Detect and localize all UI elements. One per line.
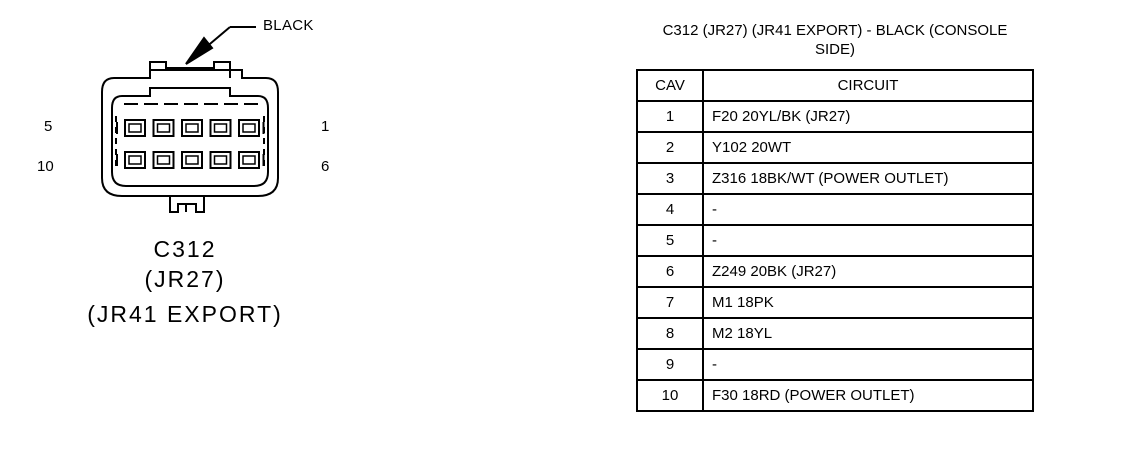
cavity-terminal bbox=[128, 155, 142, 165]
pin-label-top-left: 5 bbox=[44, 118, 53, 135]
cavity-terminal bbox=[185, 155, 199, 165]
connector-name-line-3: (JR41 EXPORT) bbox=[87, 301, 283, 327]
cavity bbox=[181, 119, 203, 137]
circuit-cell: - bbox=[702, 224, 1034, 257]
circuit-cell: - bbox=[702, 193, 1034, 226]
pin-label-top-right: 1 bbox=[321, 118, 330, 135]
cavity bbox=[152, 151, 175, 169]
pin-label-bottom-right: 6 bbox=[321, 158, 330, 175]
connector-name-line-2: (JR27) bbox=[144, 266, 226, 292]
circuit-cell: Z316 18BK/WT (POWER OUTLET) bbox=[702, 162, 1034, 195]
connector-housing bbox=[101, 69, 279, 197]
cavity-terminal bbox=[156, 123, 171, 133]
cavity bbox=[181, 151, 203, 169]
cavity-terminal bbox=[185, 123, 199, 133]
connector-color-label: BLACK bbox=[263, 17, 314, 34]
cav-cell: 7 bbox=[636, 286, 704, 319]
cav-cell: 10 bbox=[636, 379, 704, 412]
connector-inner-wall bbox=[111, 87, 269, 187]
cavity bbox=[152, 119, 175, 137]
table-row: 9- bbox=[636, 348, 1034, 381]
cav-cell: 2 bbox=[636, 131, 704, 164]
table-title-line-2: SIDE) bbox=[814, 41, 855, 58]
circuit-cell: M2 18YL bbox=[702, 317, 1034, 350]
cavity-terminal bbox=[128, 123, 142, 133]
cav-cell: 1 bbox=[636, 100, 704, 133]
cav-cell: 9 bbox=[636, 348, 704, 381]
connector-name-line-1: C312 bbox=[153, 236, 217, 262]
cavity bbox=[124, 151, 146, 169]
cavity-grid bbox=[116, 119, 265, 169]
circuit-cell: F20 20YL/BK (JR27) bbox=[702, 100, 1034, 133]
connector-face-diagram bbox=[101, 26, 279, 213]
cavity bbox=[209, 119, 232, 137]
table-title: C312 (JR27) (JR41 EXPORT) - BLACK (CONSO… bbox=[630, 21, 1040, 59]
cavity-terminal bbox=[242, 155, 256, 165]
cavity bbox=[124, 119, 146, 137]
cav-cell: 5 bbox=[636, 224, 704, 257]
cavity-terminal bbox=[213, 155, 228, 165]
circuit-cell: Z249 20BK (JR27) bbox=[702, 255, 1034, 288]
circuit-cell: M1 18PK bbox=[702, 286, 1034, 319]
connector-lock-tab bbox=[149, 61, 231, 78]
cavity bbox=[238, 151, 260, 169]
circuit-cell: - bbox=[702, 348, 1034, 381]
circuit-cell: Y102 20WT bbox=[702, 131, 1034, 164]
circuit-cell: F30 18RD (POWER OUTLET) bbox=[702, 379, 1034, 412]
color-callout-leader bbox=[185, 26, 256, 65]
header-circuit: CIRCUIT bbox=[702, 69, 1034, 102]
cavity-terminal bbox=[213, 123, 228, 133]
cav-cell: 6 bbox=[636, 255, 704, 288]
cavity bbox=[209, 151, 232, 169]
cav-cell: 4 bbox=[636, 193, 704, 226]
cavity-terminal bbox=[156, 155, 171, 165]
cav-cell: 8 bbox=[636, 317, 704, 350]
cav-cell: 3 bbox=[636, 162, 704, 195]
table-row: 5- bbox=[636, 224, 1034, 257]
table-header-row: CAV CIRCUIT bbox=[636, 69, 1034, 102]
cavity bbox=[238, 119, 260, 137]
table-row: 4- bbox=[636, 193, 1034, 226]
header-cav: CAV bbox=[636, 69, 704, 102]
table-title-line-1: C312 (JR27) (JR41 EXPORT) - BLACK (CONSO… bbox=[662, 22, 1008, 39]
pin-label-bottom-left: 10 bbox=[37, 158, 54, 175]
cavity-terminal bbox=[242, 123, 256, 133]
